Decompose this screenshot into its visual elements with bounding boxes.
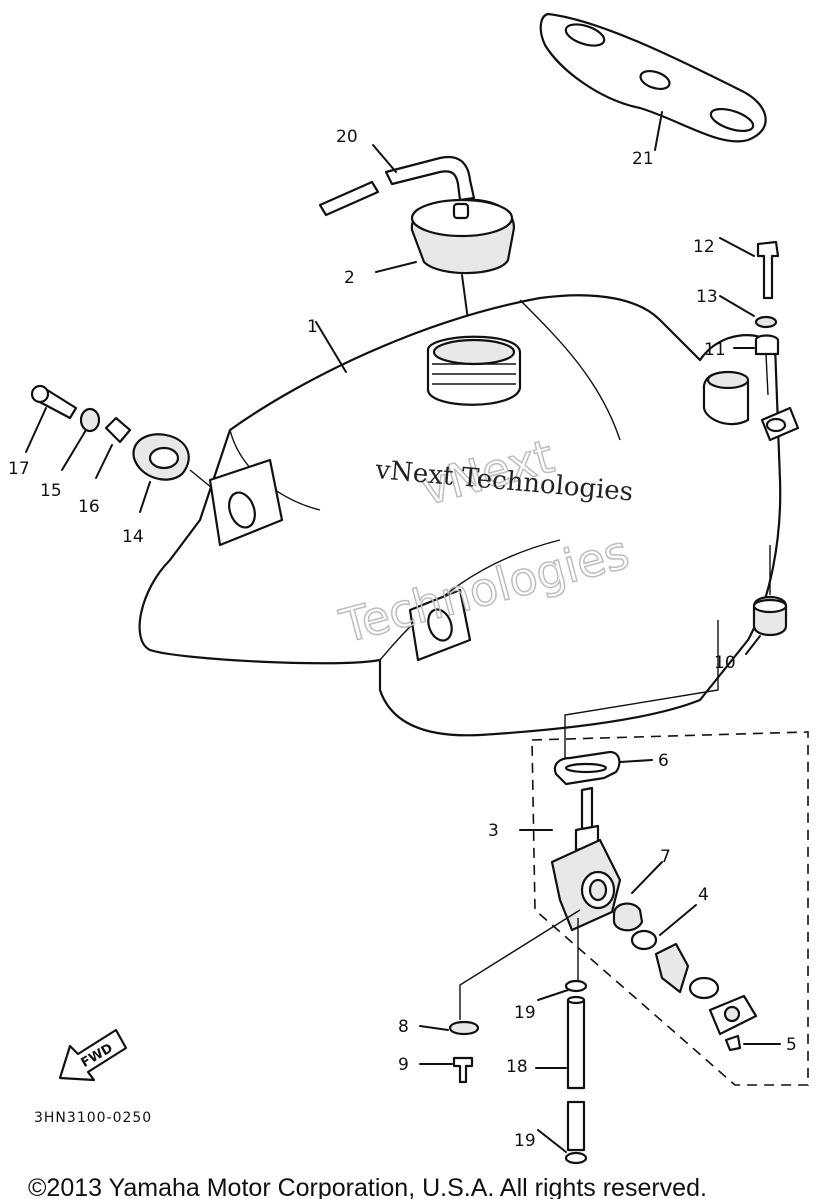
drain-hardware <box>419 909 588 1165</box>
label-part-3: 3 <box>488 821 499 841</box>
label-part-1: 1 <box>307 317 318 337</box>
label-part-16: 16 <box>78 497 100 517</box>
label-part-4: 4 <box>698 885 709 905</box>
label-part-19-lower: 19 <box>514 1131 536 1151</box>
label-part-2: 2 <box>344 268 355 288</box>
label-part-15: 15 <box>40 481 62 501</box>
part-20-hose <box>318 144 476 217</box>
part-21-plate <box>539 12 767 151</box>
label-part-6: 6 <box>658 751 669 771</box>
part-10-grommet <box>745 545 788 655</box>
diagram-code: 3HN3100-0250 <box>34 1110 152 1126</box>
fwd-arrow: FWD <box>58 1028 128 1082</box>
label-part-10: 10 <box>714 653 736 673</box>
part-2-fuel-cap <box>375 198 516 336</box>
label-part-17: 17 <box>8 459 30 479</box>
label-part-20: 20 <box>336 127 358 147</box>
mount-hardware-right-top <box>719 237 780 396</box>
label-part-11: 11 <box>704 340 726 360</box>
mount-hardware-left <box>25 384 213 513</box>
label-part-9: 9 <box>398 1055 409 1075</box>
label-part-7: 7 <box>660 847 671 867</box>
label-part-14: 14 <box>122 527 144 547</box>
label-part-8: 8 <box>398 1017 409 1037</box>
label-part-19-upper: 19 <box>514 1003 536 1023</box>
label-part-5: 5 <box>786 1035 797 1055</box>
copyright-notice: ©2013 Yamaha Motor Corporation, U.S.A. A… <box>28 1174 707 1199</box>
label-part-18: 18 <box>506 1057 528 1077</box>
callout-labels: 1 2 3 4 5 6 7 8 9 10 11 12 13 14 15 16 1… <box>8 127 797 1151</box>
label-part-12: 12 <box>693 237 715 257</box>
part-1-fuel-tank <box>138 294 800 737</box>
label-part-21: 21 <box>632 149 654 169</box>
label-part-13: 13 <box>696 287 718 307</box>
fuel-cock-assembly <box>519 620 809 1086</box>
